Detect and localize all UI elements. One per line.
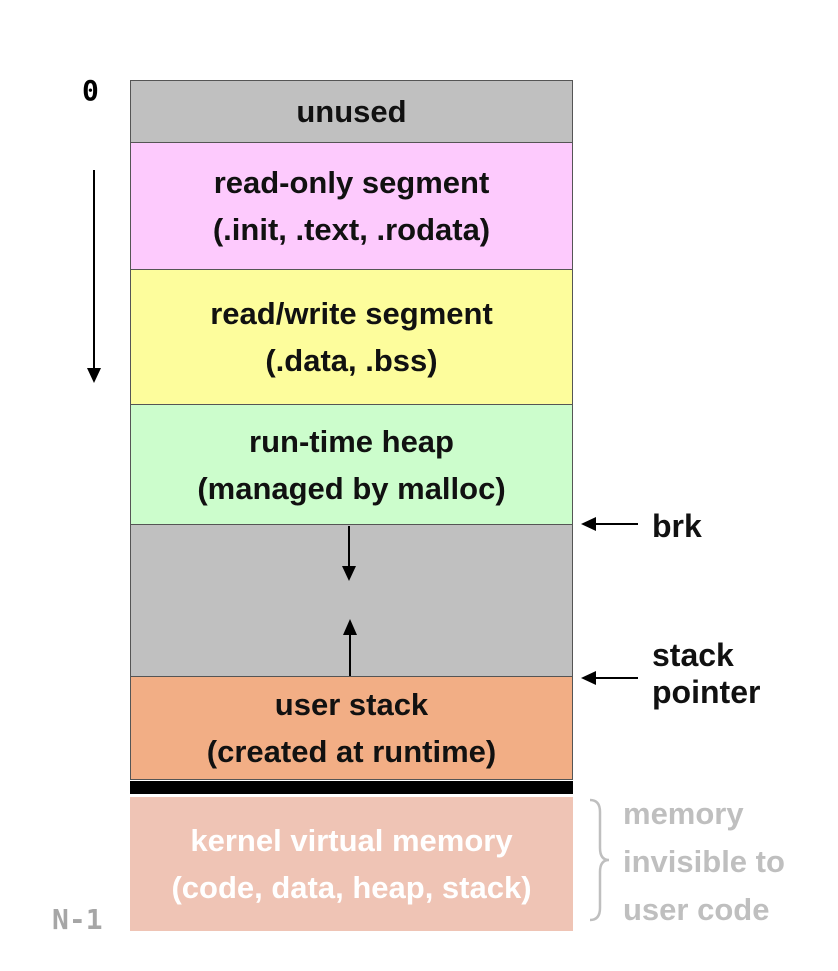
heap-segment-title: run-time heap — [249, 423, 454, 459]
read-write-segment-title: read/write segment — [210, 296, 493, 331]
kernel-note-line3: user code — [623, 892, 770, 927]
read-write-segment: read/write segment (.data, .bss) — [130, 269, 573, 405]
read-write-segment-sections: (.data, .bss) — [265, 343, 438, 378]
kernel-boundary-bar — [130, 781, 573, 794]
kernel-brace — [589, 798, 610, 922]
heap-segment-note: (managed by malloc) — [197, 470, 506, 506]
brk-label: brk — [652, 508, 702, 544]
heap-growth-arrow-head — [342, 566, 356, 581]
heap-segment: run-time heap (managed by malloc) — [130, 404, 573, 525]
stack-pointer-label-line2: pointer — [652, 674, 761, 710]
user-stack-segment: user stack (created at runtime) — [130, 676, 573, 780]
read-only-segment: read-only segment (.init, .text, .rodata… — [130, 142, 573, 270]
stack-pointer-arrow-head — [581, 671, 596, 685]
stack-pointer-label-line1: stack — [652, 637, 734, 673]
user-stack-segment-note: (created at runtime) — [206, 734, 497, 769]
kernel-invisible-note: memory invisible to user code — [623, 790, 785, 934]
kernel-segment-contents: (code, data, heap, stack) — [171, 870, 532, 905]
address-n-minus-1-label: N-1 — [52, 903, 103, 936]
kernel-note-line2: invisible to — [623, 844, 785, 879]
user-stack-segment-title: user stack — [274, 687, 429, 722]
address-direction-arrow-head — [87, 368, 101, 383]
read-only-segment-sections: (.init, .text, .rodata) — [212, 212, 491, 247]
address-zero-label: 0 — [82, 74, 99, 107]
brk-pointer-arrow-head — [581, 517, 596, 531]
kernel-segment-title: kernel virtual memory — [190, 823, 513, 858]
stack-pointer-label: stack pointer — [652, 637, 760, 711]
stack-growth-arrow-head — [343, 619, 357, 635]
read-only-segment-title: read-only segment — [213, 165, 490, 200]
unused-segment-label: unused — [296, 94, 407, 129]
kernel-virtual-memory-segment: kernel virtual memory (code, data, heap,… — [130, 797, 573, 931]
unused-segment: unused — [130, 80, 573, 143]
kernel-note-line1: memory — [623, 796, 744, 831]
